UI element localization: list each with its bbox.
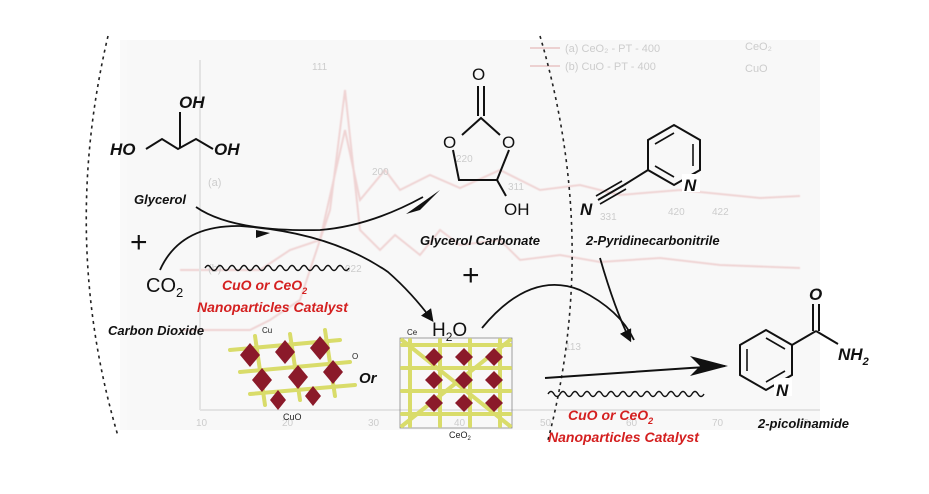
glycerol-carbonate-structure: O O O OH Glycerol Carbonate — [420, 65, 540, 248]
catalyst2-text: CuO or CeO — [568, 407, 648, 423]
xrd-tick: 40 — [454, 418, 466, 429]
catalyst2-wavy-line — [547, 390, 705, 398]
catalyst1-sub: 2 — [301, 286, 307, 296]
glycerol-oh-top: OH — [179, 93, 205, 112]
arrowhead-picolinamide — [690, 356, 728, 376]
catalyst2-line1: CuO or CeO2 — [568, 407, 653, 426]
water-o: O — [452, 320, 467, 341]
xrd-tick: 80 — [798, 418, 810, 429]
gc-o-top: O — [472, 65, 485, 84]
xrd-axis-ticks: 10 20 30 40 50 60 70 80 — [196, 418, 810, 429]
cuo-atom-cu: Cu — [262, 326, 272, 335]
gc-o-left: O — [443, 133, 456, 152]
xrd-peak-label: 331 — [600, 212, 617, 223]
xrd-legend-b: (b) CuO - PT - 400 — [565, 61, 656, 73]
reaction-arrow-nitrile — [599, 257, 632, 343]
plus-sign-1: + — [130, 226, 148, 259]
pa-nh-sub: 2 — [862, 356, 869, 368]
plus-sign-2: + — [462, 259, 480, 292]
reaction-arrow-co2 — [159, 225, 434, 323]
cuo-crystal-structure: Cu O CuO — [228, 326, 358, 422]
middle-dashed-arc — [539, 35, 573, 441]
pyridinecarbonitrile-structure: N N 2-Pyridinecarbonitrile — [580, 123, 720, 248]
pa-nh: NH — [838, 345, 863, 364]
catalyst1-line1: CuO or CeO2 — [222, 277, 307, 296]
xrd-peak-label: 113 — [565, 342, 581, 353]
ceo2-label-sub: 2 — [468, 436, 472, 442]
xrd-legend-a: (a) CeO₂ - PT - 400 — [565, 43, 660, 55]
water-sub: 2 — [446, 330, 453, 344]
ceo2-crystal-structure: Ce CeO2 — [399, 328, 513, 442]
xrd-tick: 60 — [626, 418, 638, 429]
xrd-peak-label: 220 — [456, 154, 473, 165]
co2-sub: 2 — [176, 285, 183, 300]
catalyst1-wavy-line — [204, 264, 350, 272]
xrd-tick: 20 — [282, 418, 294, 429]
co2-label: Carbon Dioxide — [108, 323, 204, 338]
glycerol-carbonate-label: Glycerol Carbonate — [420, 233, 540, 248]
xrd-peak-label: 311 — [508, 182, 524, 193]
co2-structure: CO2 Carbon Dioxide — [108, 275, 204, 338]
cuo-atom-o: O — [352, 352, 358, 361]
xrd-symbol-ceo2: CeO₂ — [745, 41, 772, 53]
xrd-peak-label: 422 — [712, 207, 729, 218]
ceo2-label: CeO2 — [449, 430, 472, 442]
glycerol-oh-right: OH — [214, 140, 240, 159]
glycerol-structure: OH HO OH Glycerol — [110, 93, 240, 207]
picolinamide-label: 2-picolinamide — [757, 416, 849, 431]
midpoint-arrowhead — [256, 230, 270, 238]
cuo-crystal-octahedra — [240, 336, 343, 410]
co2-co: CO — [146, 275, 176, 297]
xrd-peak-label: 420 — [668, 207, 685, 218]
xrd-tick: 30 — [368, 418, 380, 429]
water-h: H — [432, 320, 446, 341]
xrd-tick: 70 — [712, 418, 724, 429]
picolinamide-structure: O NH2 N 2-picolinamide — [739, 285, 869, 431]
water-formula: H2O — [432, 320, 467, 344]
ceo2-label-text: CeO — [449, 430, 468, 440]
pa-nh2: NH2 — [838, 345, 869, 368]
catalyst1-line2: Nanoparticles Catalyst — [197, 299, 349, 315]
or-label: Or — [359, 370, 378, 387]
catalyst1-text: CuO or CeO — [222, 277, 302, 293]
glycerol-ho-left: HO — [110, 140, 136, 159]
left-dashed-arc — [85, 35, 119, 437]
gc-oh: OH — [504, 200, 530, 219]
catalyst2-line2: Nanoparticles Catalyst — [548, 429, 700, 445]
pyridinecarbonitrile-label: 2-Pyridinecarbonitrile — [585, 233, 720, 248]
glycerol-label: Glycerol — [134, 192, 186, 207]
gc-o-right: O — [502, 133, 515, 152]
co2-formula: CO2 — [146, 275, 183, 300]
arrowhead-glycerol-carbonate — [406, 190, 440, 214]
xrd-tick: 10 — [196, 418, 208, 429]
ceo2-atom-ce: Ce — [407, 328, 418, 337]
xrd-peak-label: (b) — [208, 263, 221, 275]
pa-o: O — [809, 285, 822, 304]
cuo-label: CuO — [283, 412, 302, 422]
xrd-peak-label: 111 — [312, 62, 328, 73]
xrd-peak-label: 200 — [372, 167, 389, 178]
reaction-arrow-glycerol — [195, 196, 424, 232]
catalyst2-sub: 2 — [647, 416, 653, 426]
pcn-ring-n: N — [684, 176, 697, 195]
pcn-nitrile-n: N — [580, 200, 593, 219]
pa-ring-n: N — [776, 381, 789, 400]
xrd-symbol-cuo: CuO — [745, 63, 768, 75]
xrd-peak-label: (a) — [208, 177, 221, 189]
xrd-peak-label: 022 — [345, 264, 362, 275]
ceo2-crystal-atoms — [425, 348, 503, 412]
xrd-tick: 50 — [540, 418, 552, 429]
